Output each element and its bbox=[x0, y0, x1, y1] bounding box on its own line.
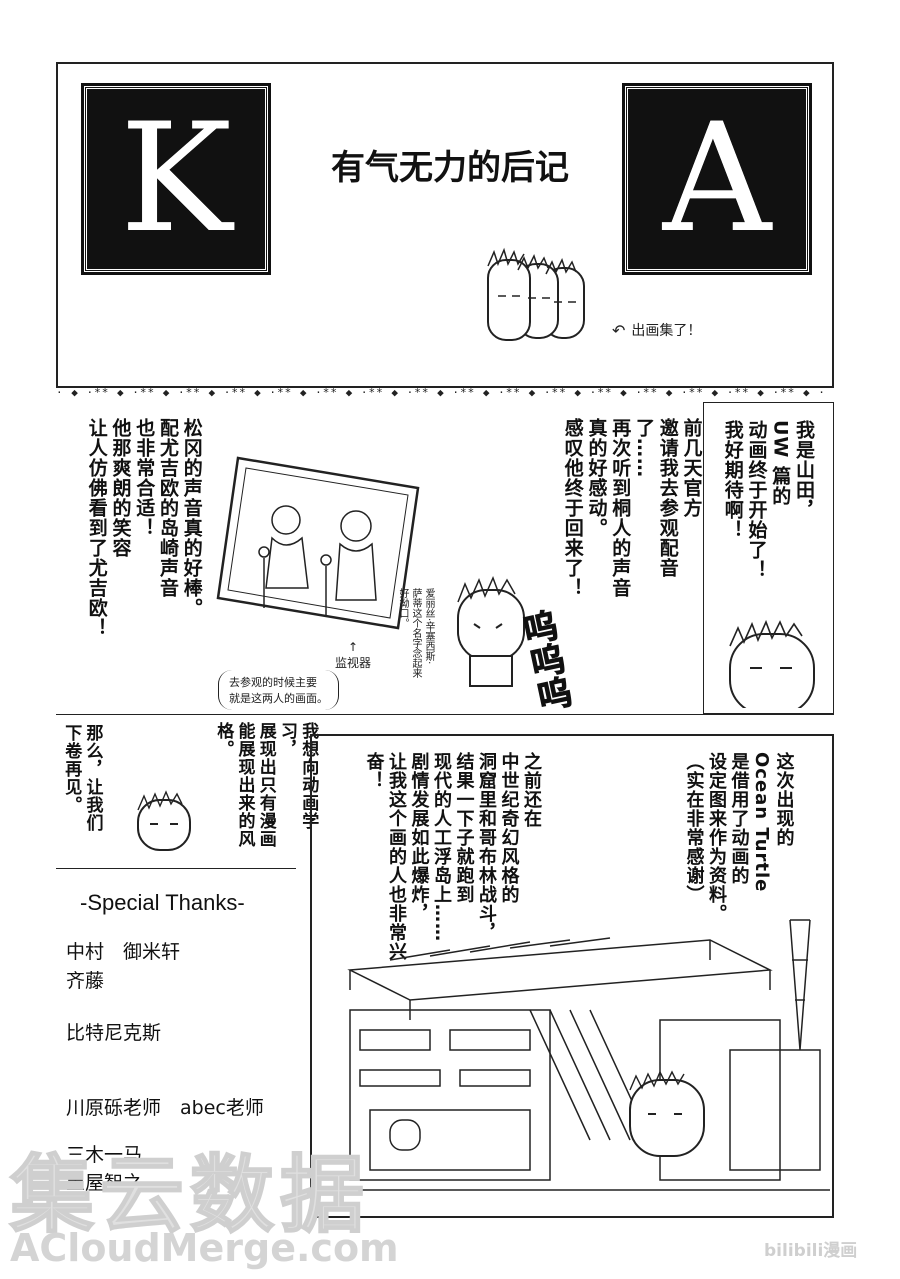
artbook-caption: ↶ 出画集了！ bbox=[612, 320, 702, 340]
credit-line: 中村 御米轩 bbox=[66, 941, 181, 963]
line: 他那爽朗的笑容 bbox=[109, 418, 132, 558]
line: 前几天官方 bbox=[680, 418, 703, 518]
line: 也非常合适！ bbox=[133, 418, 156, 538]
line: 我好期待啊！ bbox=[721, 420, 744, 540]
line: 我想向动画学习， bbox=[277, 722, 319, 830]
decorated-initial-a: A bbox=[622, 83, 812, 275]
line: 中世纪奇幻风格的 bbox=[498, 752, 520, 904]
credit-line: 齐藤 bbox=[66, 970, 105, 992]
line: Ocean Turtle bbox=[751, 752, 772, 893]
arrow-left-icon: ↶ bbox=[612, 320, 626, 340]
line: 去参观的时候主要 bbox=[229, 676, 317, 689]
decorative-separator: · ◆ ·** ◆ ·** ◆ ·** ◆ ·** ◆ ·** ◆ ·** ◆ … bbox=[56, 386, 826, 399]
letter-k: K bbox=[119, 92, 233, 266]
text-official-visit: 前几天官方 邀请我去参观配音了…… 再次听到桐人的声音 真的好感动。 感叹他终于… bbox=[560, 418, 703, 608]
line: 爱丽丝·辛塞西斯· bbox=[423, 588, 434, 665]
line: 结果一下子就跑到 bbox=[453, 752, 475, 904]
arrow-up-icon: ↑ bbox=[347, 640, 359, 654]
line: 这次出现的 bbox=[773, 752, 795, 847]
ocean-turtle-panel bbox=[310, 734, 834, 1218]
line: 设定图来作为资料。 bbox=[706, 752, 727, 923]
letter-a: A bbox=[662, 92, 772, 266]
yamada-panel bbox=[703, 402, 834, 714]
line: 再次听到桐人的声音 bbox=[609, 418, 632, 598]
credit-line: 三木一马 bbox=[66, 1144, 143, 1166]
text-bye: 那么，让我们 下卷再见。 bbox=[60, 724, 103, 854]
special-thanks-heading: -Special Thanks- bbox=[80, 890, 245, 915]
line: 让人仿佛看到了尤吉欧！ bbox=[85, 418, 108, 638]
yamada-chibi-illustration bbox=[729, 619, 815, 708]
text-yamada: 我是山田， UW 篇的 动画终于开始了！ 我好期待啊！ bbox=[720, 420, 815, 620]
horizontal-divider bbox=[56, 714, 834, 715]
line: 洞窟里和哥布林战斗， bbox=[476, 752, 497, 942]
sfx-crying: 呜呜呜 bbox=[513, 607, 575, 716]
watermark-en: ACloudMerge.com bbox=[10, 1226, 399, 1270]
page-title: 有气无力的后记 bbox=[331, 148, 569, 188]
watermark-cn: 集云数据 bbox=[9, 1145, 371, 1245]
text-matsuoka: 松冈的声音真的好棒。 配尤吉欧的岛崎声音 也非常合适！ 他那爽朗的笑容 让人仿佛… bbox=[84, 418, 203, 638]
line: 能展现出来的风格。 bbox=[213, 722, 255, 848]
line: 是借用了动画的 bbox=[728, 752, 750, 885]
line: UW 篇的 bbox=[769, 420, 792, 507]
monitor-label: ↑ 监视器 bbox=[335, 640, 372, 670]
thanks-divider bbox=[56, 868, 296, 869]
monitor-screen-illustration bbox=[216, 456, 420, 630]
credit-line: 川原砾老师 abec老师 bbox=[66, 1097, 264, 1119]
small-chibi-illustration bbox=[137, 790, 191, 851]
line: 之前还在 bbox=[521, 752, 542, 828]
bilibili-comics-logo: bilibili漫画 bbox=[764, 1241, 858, 1261]
line: 那么，让我们 bbox=[82, 724, 103, 832]
credit-line: 比特尼克斯 bbox=[66, 1022, 162, 1044]
line: （实在非常感谢） bbox=[683, 752, 705, 904]
chibi-trio-illustration bbox=[487, 247, 585, 341]
line: 邀请我去参观配音了…… bbox=[633, 418, 679, 578]
monitor-note: 去参观的时候主要 就是这两人的画面。 bbox=[218, 670, 339, 710]
alice-name-note: 爱丽丝·辛塞西斯· 萨蒂这个名字念起来 好拗口。 bbox=[396, 588, 435, 678]
line: 萨蒂这个名字念起来 bbox=[410, 588, 421, 678]
line: 松冈的声音真的好棒。 bbox=[180, 418, 203, 618]
line: 配尤吉欧的岛崎声音 bbox=[157, 418, 179, 598]
line: 就是这两人的画面。 bbox=[229, 692, 328, 705]
line: 下卷再见。 bbox=[61, 724, 82, 814]
ocean-turtle-illustration bbox=[330, 919, 830, 1191]
line: 我是山田， bbox=[793, 420, 815, 520]
line: 现代的人工浮岛上…… bbox=[431, 752, 452, 942]
line: 剧情发展如此爆炸， bbox=[408, 752, 430, 923]
text-story: 之前还在 中世纪奇幻风格的 洞窟里和哥布林战斗， 结果一下子就跑到 现代的人工浮… bbox=[362, 752, 543, 972]
line: 感叹他终于回来了！ bbox=[561, 418, 584, 598]
line: 真的好感动。 bbox=[585, 418, 608, 538]
line: 让我这个画的人也非常兴奋！ bbox=[363, 752, 408, 961]
line: 展现出只有漫画 bbox=[255, 722, 276, 848]
decorated-initial-k: K bbox=[81, 83, 271, 275]
text-study-anime: 我想向动画学习， 展现出只有漫画 能展现出来的风格。 bbox=[212, 722, 318, 858]
credit-line: 土屋智之 bbox=[66, 1172, 143, 1194]
line: 动画终于开始了！ bbox=[745, 420, 768, 580]
crying-chibi-illustration bbox=[457, 576, 525, 687]
text-ocean-turtle: 这次出现的 Ocean Turtle 是借用了动画的 设定图来作为资料。 （实在… bbox=[682, 752, 795, 942]
top-panel bbox=[56, 62, 834, 388]
line: 好拗口。 bbox=[397, 588, 408, 628]
